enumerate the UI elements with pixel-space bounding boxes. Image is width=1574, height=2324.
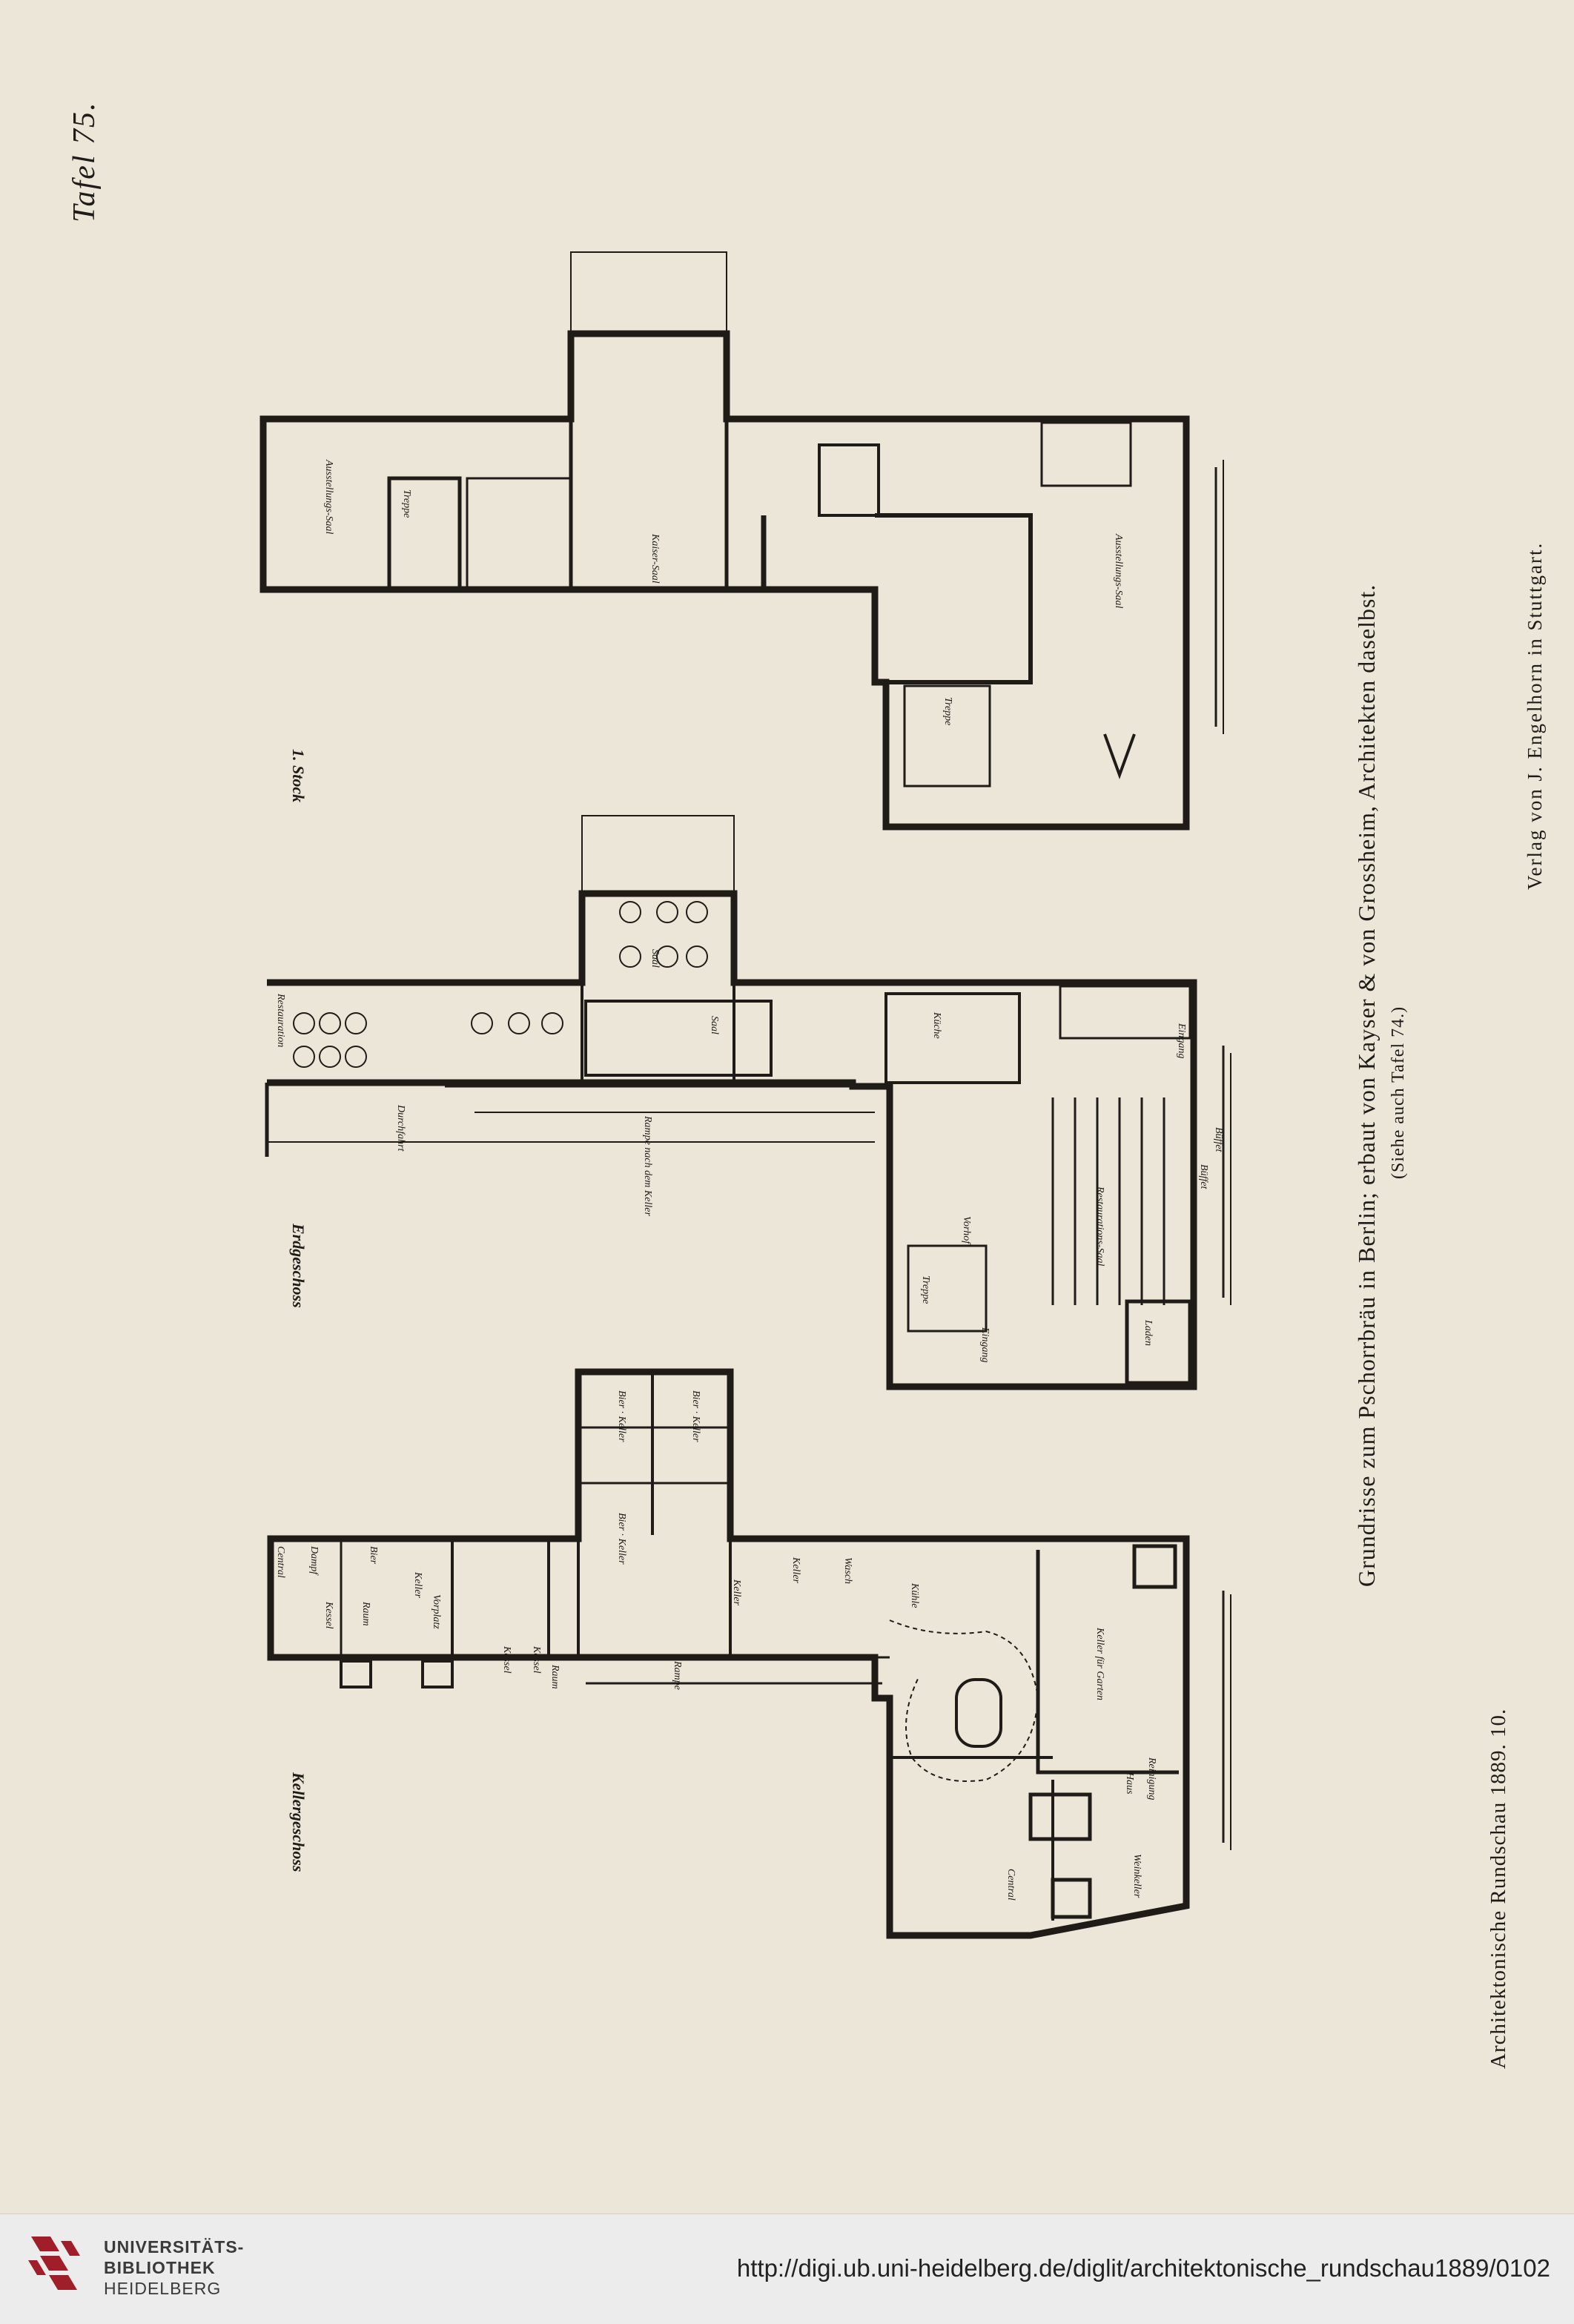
room-label: Keller [412, 1571, 423, 1599]
room-label: Keller [790, 1557, 801, 1584]
library-name-line-2: BIBLIOTHEK [104, 2258, 216, 2277]
viewer-footer: UNIVERSITÄTS- BIBLIOTHEK HEIDELBERG http… [0, 2214, 1574, 2324]
plan-ground-floor-title: Erdgeschoss [289, 1223, 308, 1308]
room-label: Treppe [920, 1275, 931, 1304]
room-label: Wasch [842, 1557, 853, 1584]
room-label: Raum [360, 1601, 371, 1626]
room-label: Durchfahrt [395, 1104, 406, 1152]
room-label: Bier · Keller [616, 1390, 627, 1442]
plan-cellar-title: Kellergeschoss [289, 1772, 308, 1872]
room-label: Bier · Keller [690, 1390, 701, 1442]
room-label: Bier · Keller [616, 1513, 627, 1565]
room-label: Laden [1143, 1319, 1154, 1346]
room-label: Kühle [909, 1582, 920, 1608]
room-label: Kessel [323, 1601, 334, 1629]
room-label: Rampe nach dem Keller [642, 1115, 653, 1216]
university-library-logo [28, 2236, 80, 2290]
room-label: Kessel [531, 1645, 542, 1674]
plan-cellar [267, 1368, 1231, 1939]
permalink-url[interactable]: http://digi.ub.uni-heidelberg.de/diglit/… [736, 2254, 1550, 2282]
room-label: Keller für Garten [1094, 1627, 1105, 1700]
plan-first-floor [259, 251, 1224, 831]
plan-ground-floor [265, 815, 1231, 1390]
room-label: Kaiser-Saal [649, 533, 661, 584]
scanned-page: Tafel 75. [67, 101, 1546, 2069]
room-label: Küche [931, 1011, 942, 1039]
plate-caption: Grundrisse zum Pschorrbräu in Berlin; er… [1353, 584, 1380, 1587]
room-label: Bier [368, 1546, 379, 1565]
room-label: Vorplatz [431, 1594, 442, 1629]
room-label: Raum [549, 1664, 561, 1689]
room-label: Weinkeller [1131, 1854, 1143, 1898]
room-label: Saal [649, 949, 661, 968]
room-label: Treppe [942, 697, 953, 725]
plate-caption-note: (Siehe auch Tafel 74.) [1389, 1006, 1408, 1179]
room-label: Eingang [1176, 1023, 1187, 1058]
room-label: Kessel [501, 1645, 512, 1674]
room-label: Vorhof [961, 1216, 972, 1245]
room-label: Büffet [1198, 1164, 1209, 1190]
room-label: Büffet [1213, 1127, 1224, 1153]
room-label: Restaurations-Saal [1094, 1186, 1105, 1266]
library-name-line-1: UNIVERSITÄTS- [104, 2237, 245, 2257]
room-label: Rampe [672, 1660, 683, 1690]
floor-plans: 1. Stock Erdgeschoss Kellergeschoss Auss… [259, 251, 1231, 1939]
room-label: Central [1005, 1869, 1016, 1901]
room-label: Central [275, 1546, 286, 1578]
room-label: Saal [709, 1016, 720, 1034]
library-name: UNIVERSITÄTS- BIBLIOTHEK HEIDELBERG [104, 2236, 244, 2299]
library-name-line-3: HEIDELBERG [104, 2279, 222, 2298]
journal-line: Architektonische Rundschau 1889. 10. [1487, 1708, 1510, 2069]
room-label: Ausstellungs-Saal [1113, 533, 1124, 608]
room-label: Dampf [308, 1545, 320, 1576]
room-label: Eingang [979, 1327, 991, 1362]
room-label: Treppe [401, 489, 412, 518]
room-label: Ausstellungs-Saal [323, 459, 334, 534]
room-label: Keller [731, 1579, 742, 1606]
room-label: Haus [1124, 1772, 1135, 1795]
plan-first-floor-title: 1. Stock [289, 749, 308, 802]
room-label: Restauration [275, 993, 286, 1047]
room-label: Reinigung [1146, 1757, 1157, 1800]
publisher-line: Verlag von J. Engelhorn in Stuttgart. [1524, 541, 1546, 890]
